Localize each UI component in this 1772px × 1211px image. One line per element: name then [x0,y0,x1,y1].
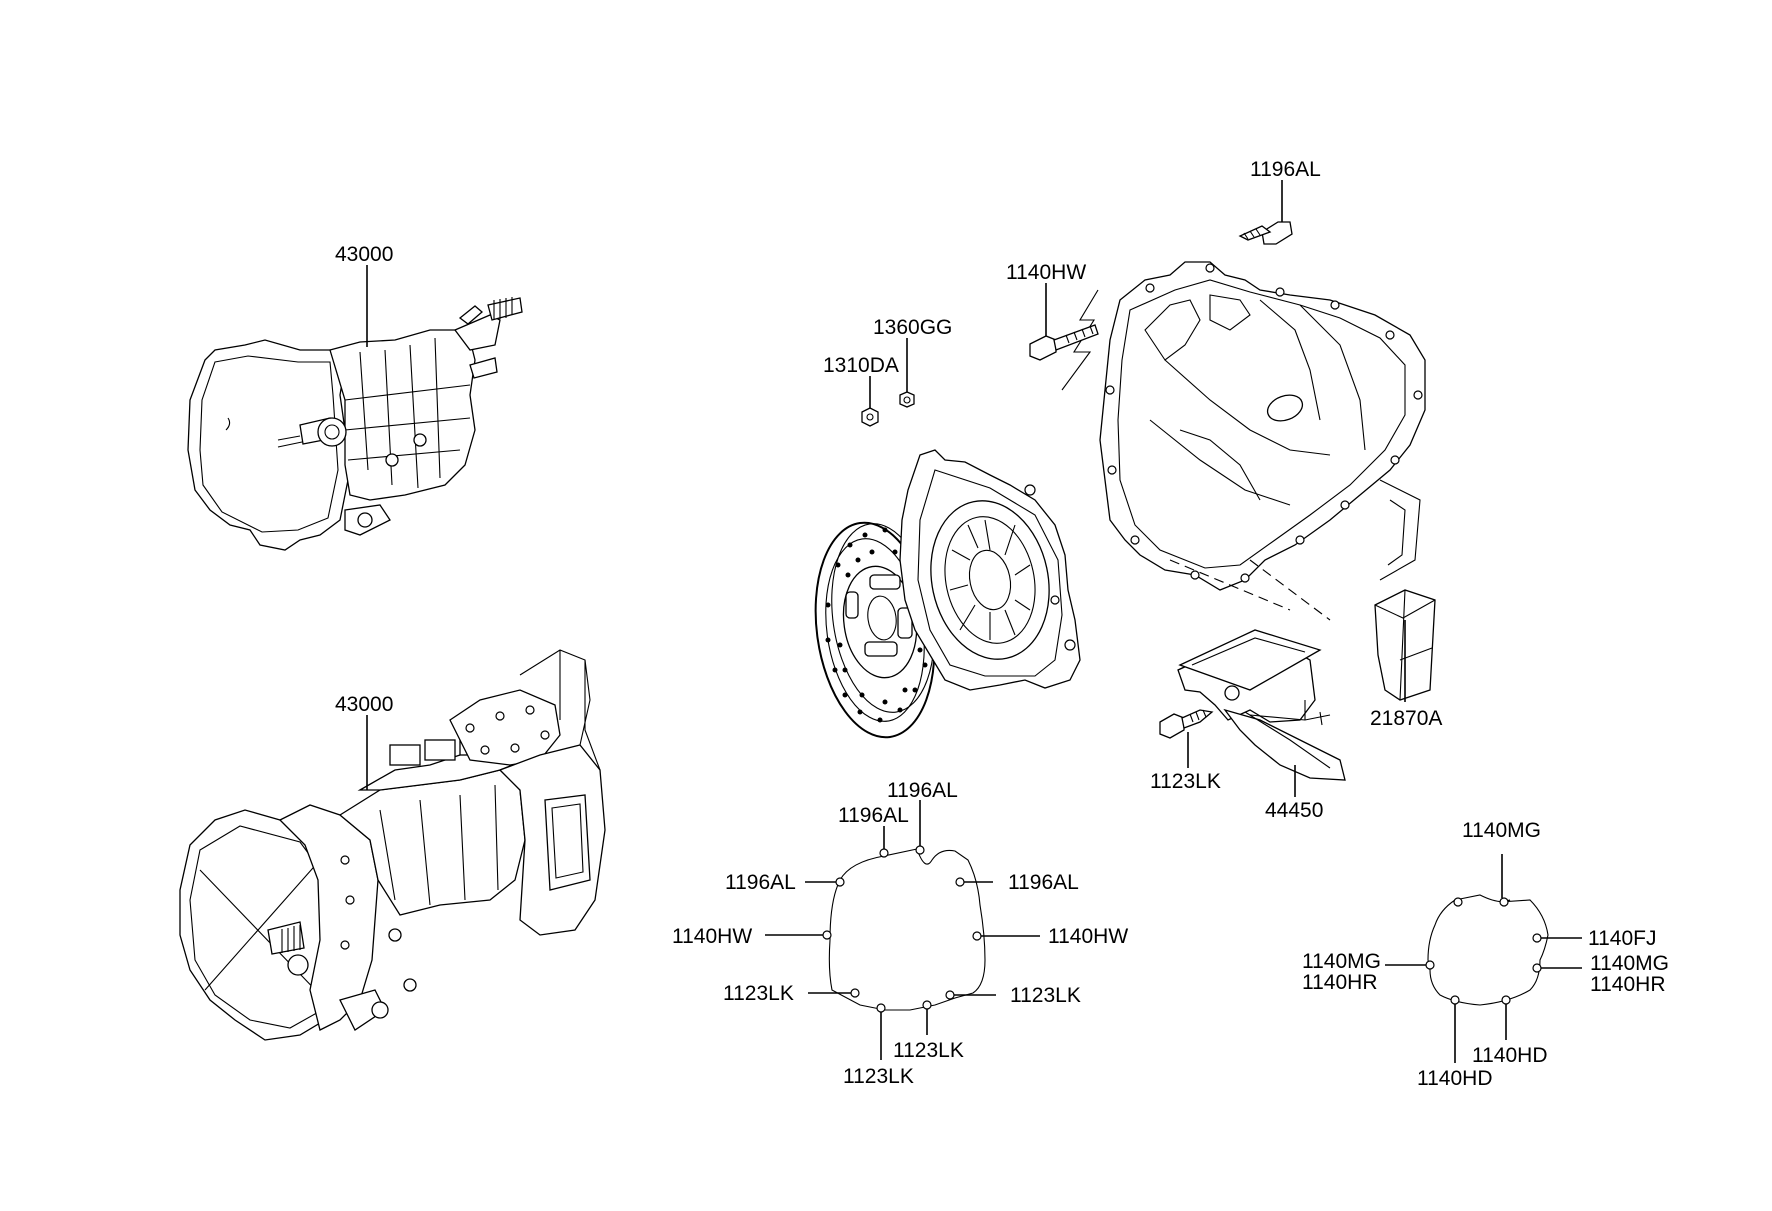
label-fa-1123lk-bot1: 1123LK [843,1065,914,1088]
pressure-plate-drawing [899,449,1081,691]
label-fb-1140hd-a: 1140HD [1417,1067,1493,1090]
label-fa-1196al-2: 1196AL [887,779,958,802]
label-1140hw-housing: 1140HW [1006,261,1086,284]
label-fa-1123lk-bot2: 1123LK [893,1039,964,1062]
clutch-disc-drawing [814,521,936,739]
label-1360gg: 1360GG [873,316,952,339]
label-43000-bottom: 43000 [335,693,393,716]
label-fb-1140mg-top: 1140MG [1462,819,1541,842]
label-fb-1140mg-right: 1140MG [1590,952,1669,975]
nut-1310da [861,407,879,427]
label-1310da: 1310DA [823,354,899,377]
label-fa-1196al-1: 1196AL [838,804,909,827]
label-fa-1123lk-left: 1123LK [723,982,794,1005]
bolt-1140hw [1029,324,1099,361]
label-44450: 44450 [1265,799,1323,822]
bolt-1123lk-cover [1159,709,1214,739]
label-fa-1196al-left: 1196AL [725,871,796,894]
bolt-1196al-top [1238,221,1293,245]
label-fb-1140hr-left: 1140HR [1302,971,1378,994]
label-fa-1140hw-right: 1140HW [1048,925,1128,948]
label-fa-1140hw-left: 1140HW [672,925,752,948]
label-fb-1140hr-right: 1140HR [1590,973,1666,996]
label-43000-top: 43000 [335,243,393,266]
label-fa-1196al-right: 1196AL [1008,871,1079,894]
flange-plate-b [1425,894,1549,1006]
flange-plate-a [822,845,986,1013]
label-1123lk-cover: 1123LK [1150,770,1221,793]
label-fb-1140hd-b: 1140HD [1472,1044,1548,1067]
cover-44450-drawing [1177,629,1346,781]
label-fa-1123lk-right: 1123LK [1010,984,1081,1007]
label-21870a: 21870A [1370,707,1442,730]
transmission-top-drawing [187,297,523,551]
label-1196al-top: 1196AL [1250,158,1321,181]
nut-1360gg [899,391,915,408]
label-fb-1140fj: 1140FJ [1588,927,1657,950]
clutch-housing-drawing [1061,261,1426,621]
transmission-bottom-drawing [179,649,606,1041]
label-fb-1140mg-left: 1140MG [1302,950,1381,973]
